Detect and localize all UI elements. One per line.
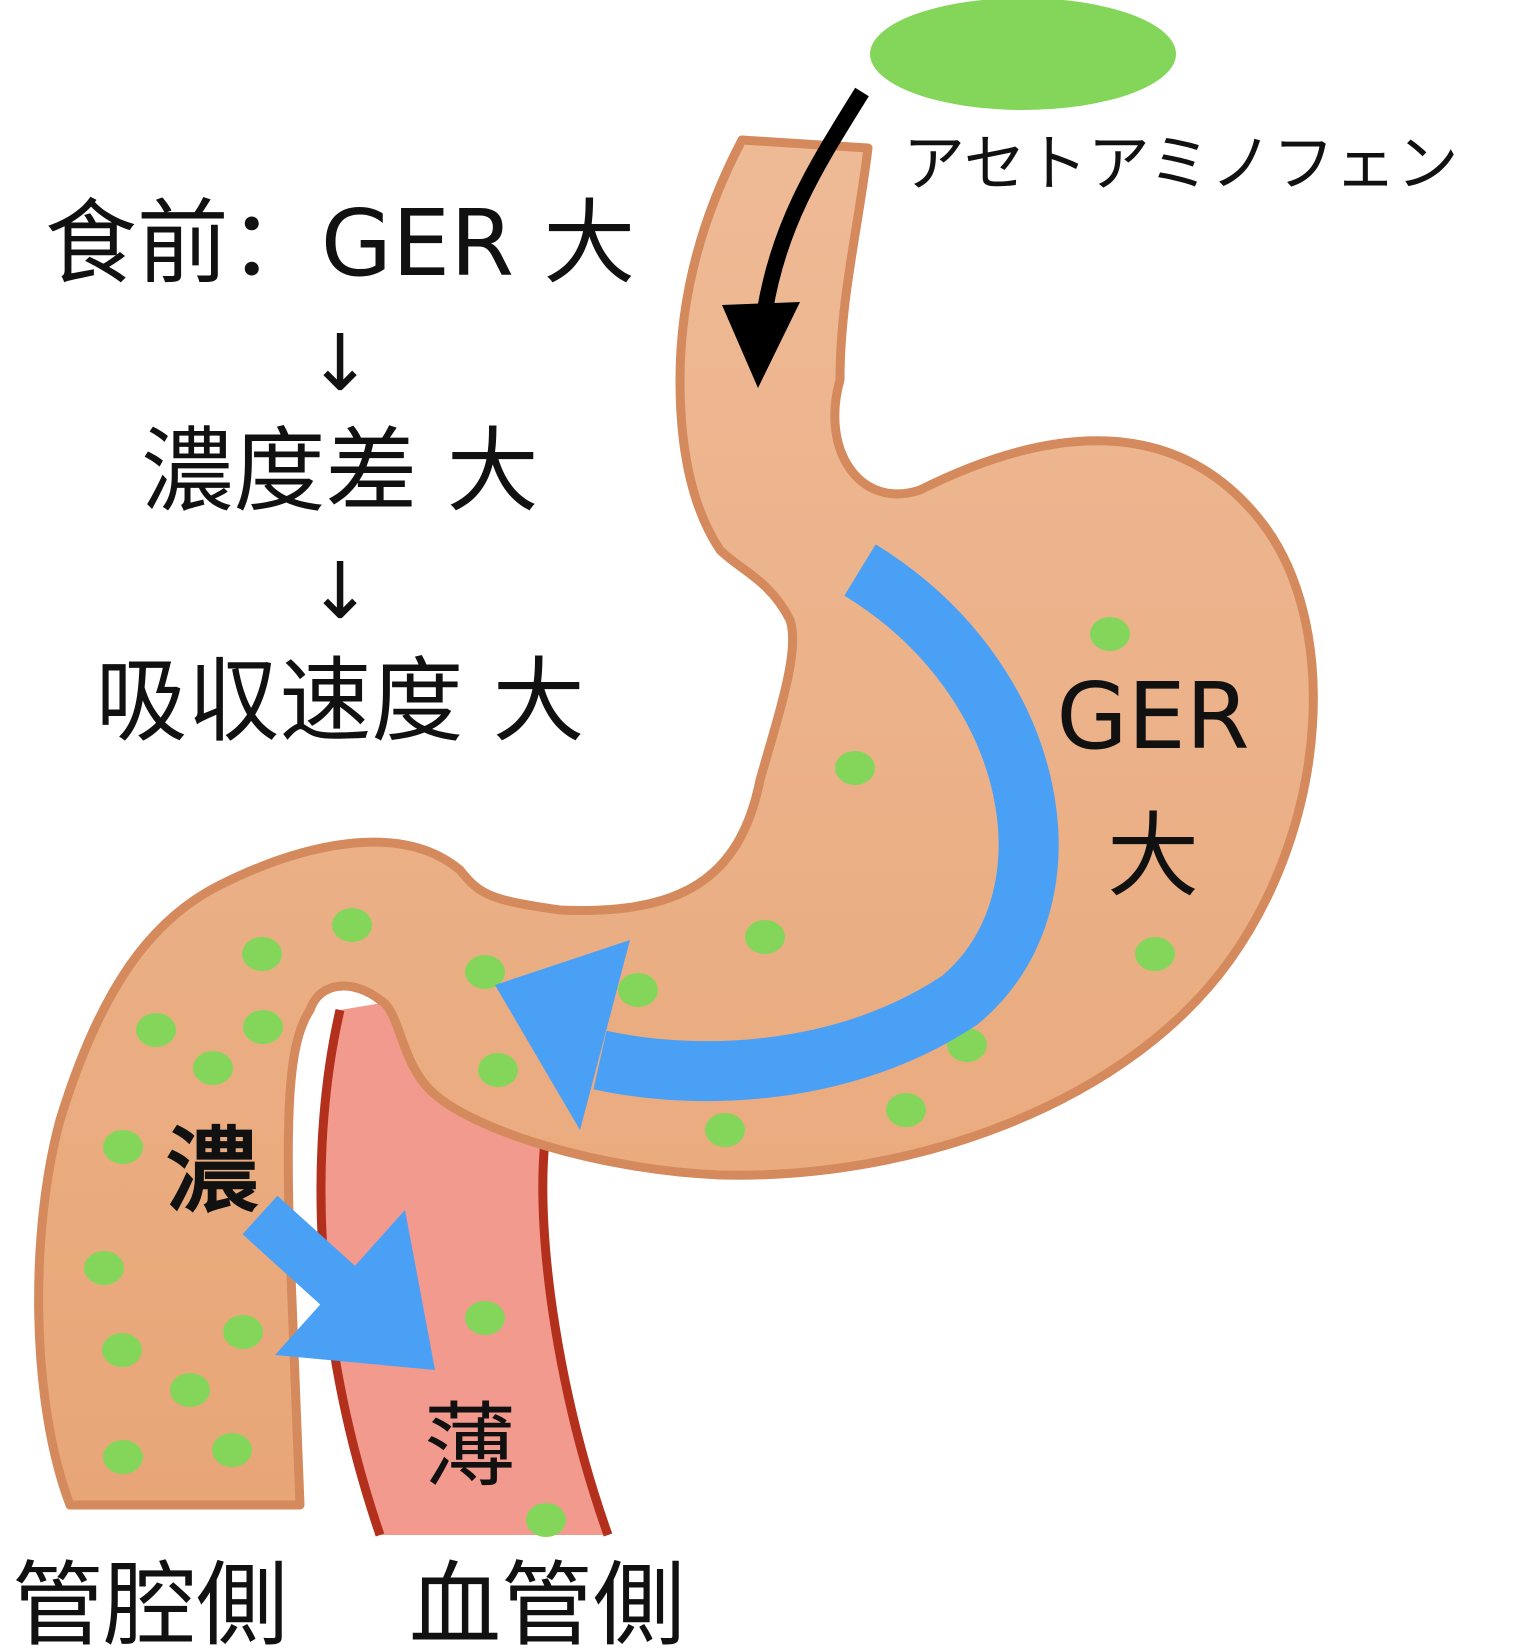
stomach (34, 135, 1318, 1510)
flowchart-arrow-1: ↓ (307, 319, 372, 409)
drug-particle (745, 920, 785, 954)
blood-vessel-wall-right (538, 1139, 613, 1537)
drug-particle (1090, 617, 1130, 651)
drug-particle (1135, 937, 1175, 971)
drug-particle (136, 1013, 176, 1047)
drug-name-label: アセトアミノフェン (903, 127, 1459, 200)
ger-value-label: 大 (1107, 803, 1199, 910)
drug-particle (478, 1053, 518, 1087)
drug-particle (103, 1130, 143, 1164)
drug-particle (102, 1333, 142, 1367)
flowchart-line-1: 食前：GER 大 (45, 190, 636, 297)
drug-particle (84, 1251, 124, 1285)
ger-label: GER (1056, 663, 1249, 770)
drug-tablet (870, 0, 1176, 110)
drug-particle (193, 1051, 233, 1085)
intake-arrowhead (722, 302, 800, 388)
drug-particle (835, 751, 875, 785)
blood-side-label: 血管側 (409, 1552, 685, 1652)
flowchart-arrow-2: ↓ (307, 547, 372, 637)
drug-particle (526, 1503, 566, 1537)
drug-particle (242, 937, 282, 971)
lumen-side-label: 管腔側 (12, 1552, 288, 1652)
drug-particle (223, 1315, 263, 1349)
drug-particle (332, 908, 372, 942)
blood-concentration-label: 薄 (424, 1393, 516, 1500)
flowchart-line-3: 吸収速度 大 (95, 648, 584, 755)
drug-particle (465, 1301, 505, 1335)
drug-particle (618, 973, 658, 1007)
drug-particle (886, 1093, 926, 1127)
flowchart: 食前：GER 大 ↓ 濃度差 大 ↓ 吸収速度 大 (45, 190, 636, 755)
drug-particle (465, 955, 505, 989)
drug-particle (170, 1373, 210, 1407)
drug-particle (243, 1010, 283, 1044)
absorption-arrowhead (275, 1210, 435, 1370)
lumen-concentration-label: 濃 (166, 1118, 259, 1225)
drug-particle (705, 1113, 745, 1147)
drug-particle (212, 1433, 252, 1467)
gastric-emptying-arrowhead (495, 940, 630, 1130)
flowchart-line-2: 濃度差 大 (141, 418, 538, 525)
gastric-emptying-flow (593, 544, 1059, 1102)
drug-particle (103, 1440, 143, 1474)
intake-flow (757, 87, 869, 312)
